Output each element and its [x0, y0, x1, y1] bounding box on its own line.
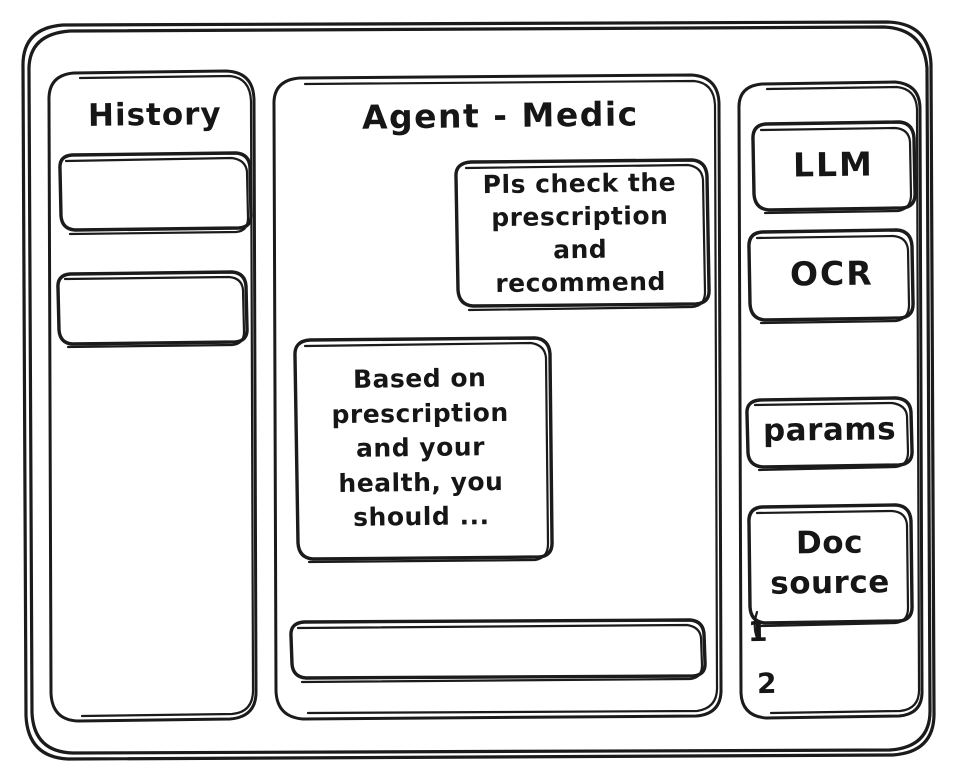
tool-llm-label: LLM [792, 144, 875, 185]
page-title: Agent - Medic [300, 92, 700, 140]
message-input[interactable] [292, 620, 702, 674]
history-title-text: History [87, 95, 223, 134]
agent-title-text: Agent - Medic [361, 93, 639, 137]
doc-source-ref-2-label: 2 [756, 667, 778, 701]
chat-message-assistant: Based on prescription and your health, y… [292, 338, 549, 559]
history-panel-title: History [60, 92, 250, 138]
history-item-1[interactable] [60, 152, 249, 229]
tool-button-doc-source[interactable]: Doc source [748, 505, 911, 621]
assistant-message-text: Based on prescription and your health, y… [331, 363, 509, 533]
tool-doc-source-label: Doc source [769, 524, 890, 602]
user-message-text: Pls check the prescription and recommend [482, 167, 677, 299]
history-item-2[interactable] [58, 271, 241, 344]
tool-button-params[interactable]: params [748, 398, 911, 463]
chat-message-user: Pls check the prescription and recommend [455, 160, 705, 306]
tool-button-llm[interactable]: LLM [755, 122, 912, 208]
doc-source-ref-2[interactable]: 2 [757, 662, 793, 706]
tool-button-ocr[interactable]: OCR [750, 230, 913, 318]
tool-params-label: params [762, 411, 897, 450]
doc-source-ref-1[interactable]: 1 [748, 612, 784, 652]
doc-source-ref-1-label: 1 [747, 615, 769, 649]
tool-ocr-label: OCR [789, 253, 874, 294]
